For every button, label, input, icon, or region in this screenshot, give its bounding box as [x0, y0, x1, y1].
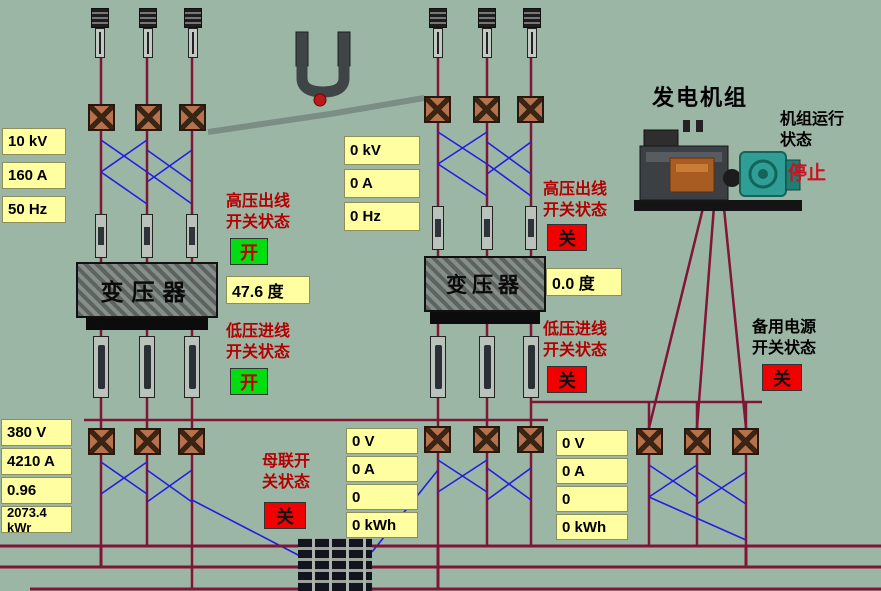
signal-lines	[100, 131, 747, 557]
lv-breaker-icon[interactable]	[184, 336, 200, 398]
fuse-icon[interactable]	[141, 214, 153, 258]
value-voltage-lv-midA: 0 V	[346, 428, 418, 454]
value-pf-lv-midA: 0	[346, 484, 418, 510]
hv-breaker-device[interactable]	[429, 8, 447, 60]
lv-breaker-icon[interactable]	[93, 336, 109, 398]
breaker-body	[143, 28, 153, 58]
breaker-cap	[429, 8, 447, 28]
breaker-body	[433, 28, 443, 58]
circuit-breaker-icon[interactable]	[135, 104, 162, 131]
value-current-lv-left: 4210 A	[1, 448, 72, 475]
backup-power-status[interactable]: 关	[762, 364, 802, 391]
lv-switch-status-left[interactable]: 开	[230, 368, 268, 395]
fuse-icon[interactable]	[95, 214, 107, 258]
breaker-cap	[523, 8, 541, 28]
hv-switch-status-mid[interactable]: 关	[547, 224, 587, 251]
value-pf-lv-left: 0.96	[1, 477, 72, 504]
hv-switch-label-left: 高压出线 开关状态	[226, 193, 291, 231]
hv-breaker-device[interactable]	[139, 8, 157, 60]
bus-tie-label: 母联开 关状态	[261, 453, 310, 491]
value-current-hv-left: 160 A	[2, 162, 66, 189]
circuit-breaker-icon[interactable]	[517, 96, 544, 123]
circuit-breaker-icon[interactable]	[732, 428, 759, 455]
value-energy-lv-midA: 0 kWh	[346, 512, 418, 538]
breaker-body	[188, 28, 198, 58]
circuit-breaker-icon[interactable]	[517, 426, 544, 453]
transformer-base	[86, 318, 208, 330]
lv-switch-status-mid[interactable]: 关	[547, 366, 587, 393]
circuit-breaker-icon[interactable]	[636, 428, 663, 455]
breaker-body	[527, 28, 537, 58]
circuit-breaker-icon[interactable]	[473, 426, 500, 453]
fuse-icon[interactable]	[525, 206, 537, 250]
circuit-breaker-icon[interactable]	[134, 428, 161, 455]
circuit-breaker-icon[interactable]	[88, 428, 115, 455]
value-voltage-lv-left: 380 V	[1, 419, 72, 446]
lv-breaker-icon[interactable]	[139, 336, 155, 398]
backup-power-label: 备用电源 开关状态	[752, 319, 817, 357]
value-voltage-hv-left: 10 kV	[2, 128, 66, 155]
breaker-cap	[478, 8, 496, 28]
lv-breaker-icon[interactable]	[523, 336, 539, 398]
transformer-base	[430, 312, 540, 324]
circuit-breaker-icon[interactable]	[684, 428, 711, 455]
value-pf-lv-midB: 0	[556, 486, 628, 512]
breaker-body	[482, 28, 492, 58]
generator-run-status[interactable]: 停止	[788, 163, 827, 184]
circuit-breaker-icon[interactable]	[88, 104, 115, 131]
breaker-cap	[139, 8, 157, 28]
hv-breaker-device[interactable]	[523, 8, 541, 60]
bus-bars	[0, 544, 881, 591]
breaker-cap	[91, 8, 109, 28]
hv-switch-label-mid: 高压出线 开关状态	[543, 181, 608, 219]
building-icon	[298, 538, 372, 591]
rail-line	[207, 95, 425, 135]
value-energy-lv-midB: 0 kWh	[556, 514, 628, 540]
value-energy-lv-left: 2073.4 kWr	[1, 505, 72, 535]
hv-breaker-device[interactable]	[184, 8, 202, 60]
hv-breaker-device[interactable]	[91, 8, 109, 60]
lv-switch-label-left: 低压进线 开关状态	[226, 323, 291, 361]
circuit-breaker-icon[interactable]	[473, 96, 500, 123]
fuse-icon[interactable]	[432, 206, 444, 250]
value-frequency-hv-left: 50 Hz	[2, 196, 66, 223]
fuse-icon[interactable]	[186, 214, 198, 258]
transformer-left[interactable]: 变压器	[76, 262, 218, 318]
generator-unit[interactable]	[626, 118, 808, 213]
circuit-breaker-icon[interactable]	[179, 104, 206, 131]
value-current-hv-mid: 0 A	[344, 169, 420, 198]
circuit-breaker-icon[interactable]	[178, 428, 205, 455]
crane-hook-icon	[295, 31, 351, 107]
bus-tie-status[interactable]: 关	[264, 502, 306, 529]
value-frequency-hv-mid: 0 Hz	[344, 202, 420, 231]
transformer-temp-mid: 0.0 度	[546, 268, 622, 296]
generator-run-label: 机组运行 状态	[780, 111, 845, 149]
transformer-temp-left: 47.6 度	[226, 276, 310, 304]
lv-breaker-icon[interactable]	[479, 336, 495, 398]
transformer-middle[interactable]: 变压器	[424, 256, 546, 312]
value-voltage-hv-mid: 0 kV	[344, 136, 420, 165]
circuit-breaker-icon[interactable]	[424, 426, 451, 453]
circuit-breaker-icon[interactable]	[424, 96, 451, 123]
lv-switch-label-mid: 低压进线 开关状态	[543, 321, 608, 359]
breaker-body	[95, 28, 105, 58]
value-current-lv-midB: 0 A	[556, 458, 628, 484]
lv-breaker-icon[interactable]	[430, 336, 446, 398]
hv-switch-status-left[interactable]: 开	[230, 238, 268, 265]
hv-breaker-device[interactable]	[478, 8, 496, 60]
value-current-lv-midA: 0 A	[346, 456, 418, 482]
breaker-cap	[184, 8, 202, 28]
value-voltage-lv-midB: 0 V	[556, 430, 628, 456]
fuse-icon[interactable]	[481, 206, 493, 250]
generator-title: 发电机组	[652, 85, 749, 110]
